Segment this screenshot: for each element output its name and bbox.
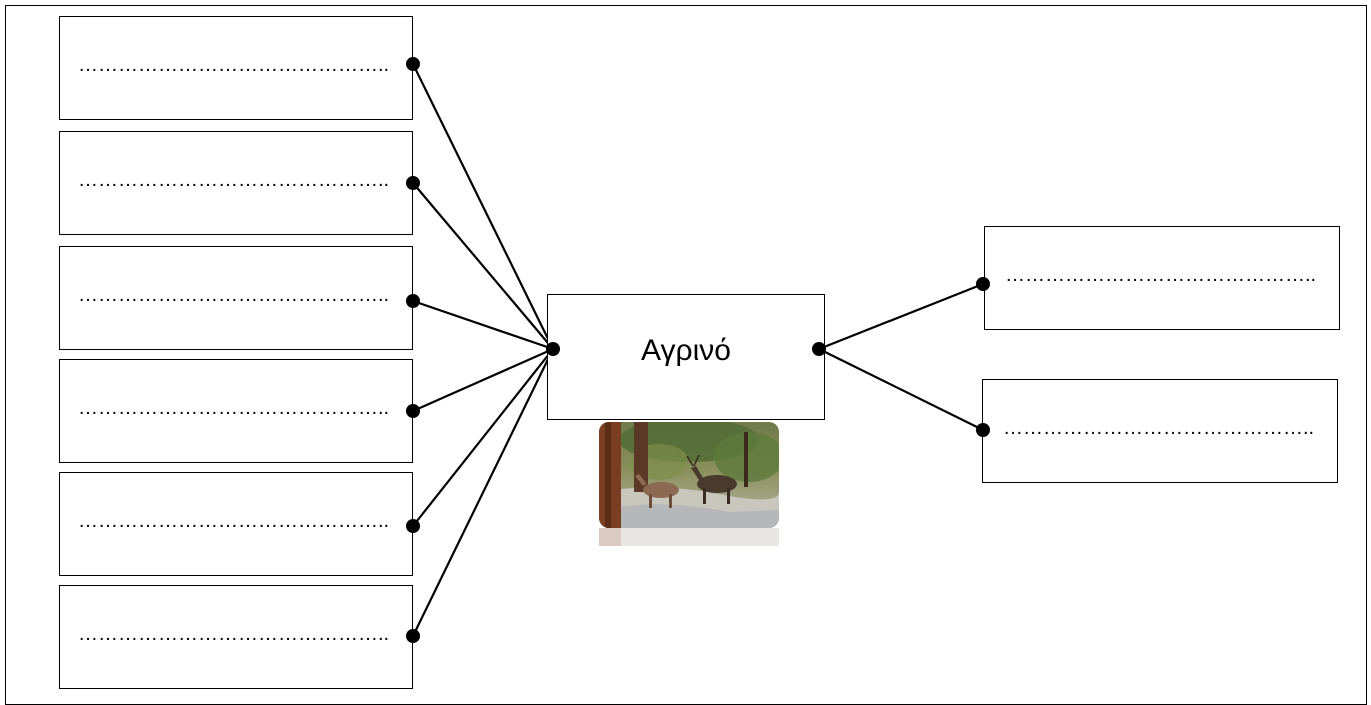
dot-center-right: [812, 342, 826, 356]
dot-left-1: [406, 57, 420, 71]
center-label: Αγρινό: [641, 334, 731, 367]
answer-line: ………………………………………..: [78, 169, 390, 192]
left-box-2[interactable]: ………………………………………..: [59, 131, 413, 235]
connector-left-3: [412, 299, 554, 351]
dot-right-2: [976, 423, 990, 437]
answer-line: ………………………………………..: [1003, 417, 1315, 440]
dot-left-3: [406, 294, 420, 308]
dot-left-6: [406, 629, 420, 643]
answer-line: ………………………………………..: [78, 397, 390, 420]
connector-right-1: [818, 282, 984, 351]
photo-reflection: [599, 528, 779, 546]
left-box-4[interactable]: ………………………………………..: [59, 359, 413, 463]
connector-left-4: [412, 347, 554, 413]
answer-line: ………………………………………..: [78, 623, 390, 646]
left-box-6[interactable]: ………………………………………..: [59, 585, 413, 689]
left-box-5[interactable]: ………………………………………..: [59, 472, 413, 576]
dot-left-5: [406, 519, 420, 533]
connector-left-6: [412, 348, 554, 637]
answer-line: ………………………………………..: [78, 54, 390, 77]
connector-right-2: [818, 348, 984, 431]
connector-left-2: [412, 182, 554, 350]
dot-left-2: [406, 176, 420, 190]
answer-line: ………………………………………..: [78, 510, 390, 533]
answer-line: ………………………………………..: [78, 284, 390, 307]
right-box-1[interactable]: ………………………………………..: [984, 226, 1340, 330]
dot-center-left: [546, 342, 560, 356]
connector-left-1: [412, 63, 554, 350]
connector-left-5: [412, 348, 554, 527]
center-concept-box: Αγρινό: [547, 294, 825, 420]
dot-right-1: [976, 277, 990, 291]
answer-line: ………………………………………..: [1005, 264, 1317, 287]
right-box-2[interactable]: ………………………………………..: [982, 379, 1338, 483]
left-box-1[interactable]: ………………………………………..: [59, 16, 413, 120]
dot-left-4: [406, 404, 420, 418]
deer-photo: [599, 422, 779, 528]
left-box-3[interactable]: ………………………………………..: [59, 246, 413, 350]
